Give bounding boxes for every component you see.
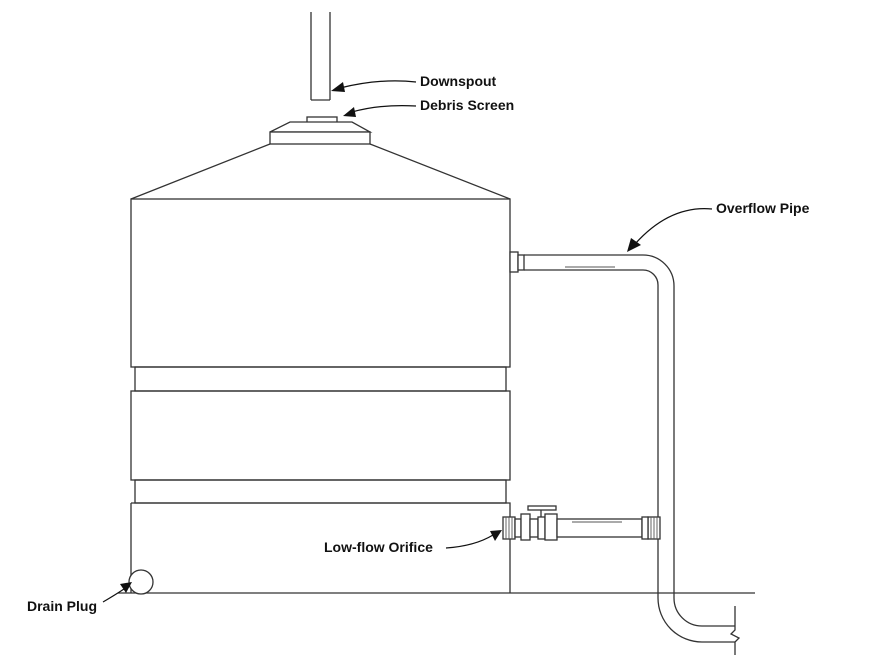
overflow-pipe bbox=[524, 254, 741, 655]
downspout bbox=[310, 12, 331, 101]
drain-plug-label: Drain Plug bbox=[27, 598, 97, 614]
debris-screen-label: Debris Screen bbox=[420, 97, 514, 113]
drain-plug bbox=[128, 569, 154, 595]
downspout-label: Downspout bbox=[420, 73, 497, 89]
debris-screen-callout bbox=[343, 105, 417, 117]
overflow-fitting bbox=[509, 251, 525, 273]
drain-plug-callout bbox=[102, 582, 132, 603]
low-flow-orifice-callout bbox=[445, 530, 502, 549]
pipe-coupling bbox=[647, 516, 661, 540]
tank bbox=[130, 143, 511, 593]
debris-screen bbox=[269, 116, 373, 145]
low-flow-orifice-label: Low-flow Orifice bbox=[324, 539, 433, 555]
overflow-pipe-callout bbox=[627, 208, 713, 252]
low-flow-orifice bbox=[502, 505, 649, 541]
overflow-pipe-label: Overflow Pipe bbox=[716, 200, 810, 216]
downspout-callout bbox=[331, 80, 417, 92]
